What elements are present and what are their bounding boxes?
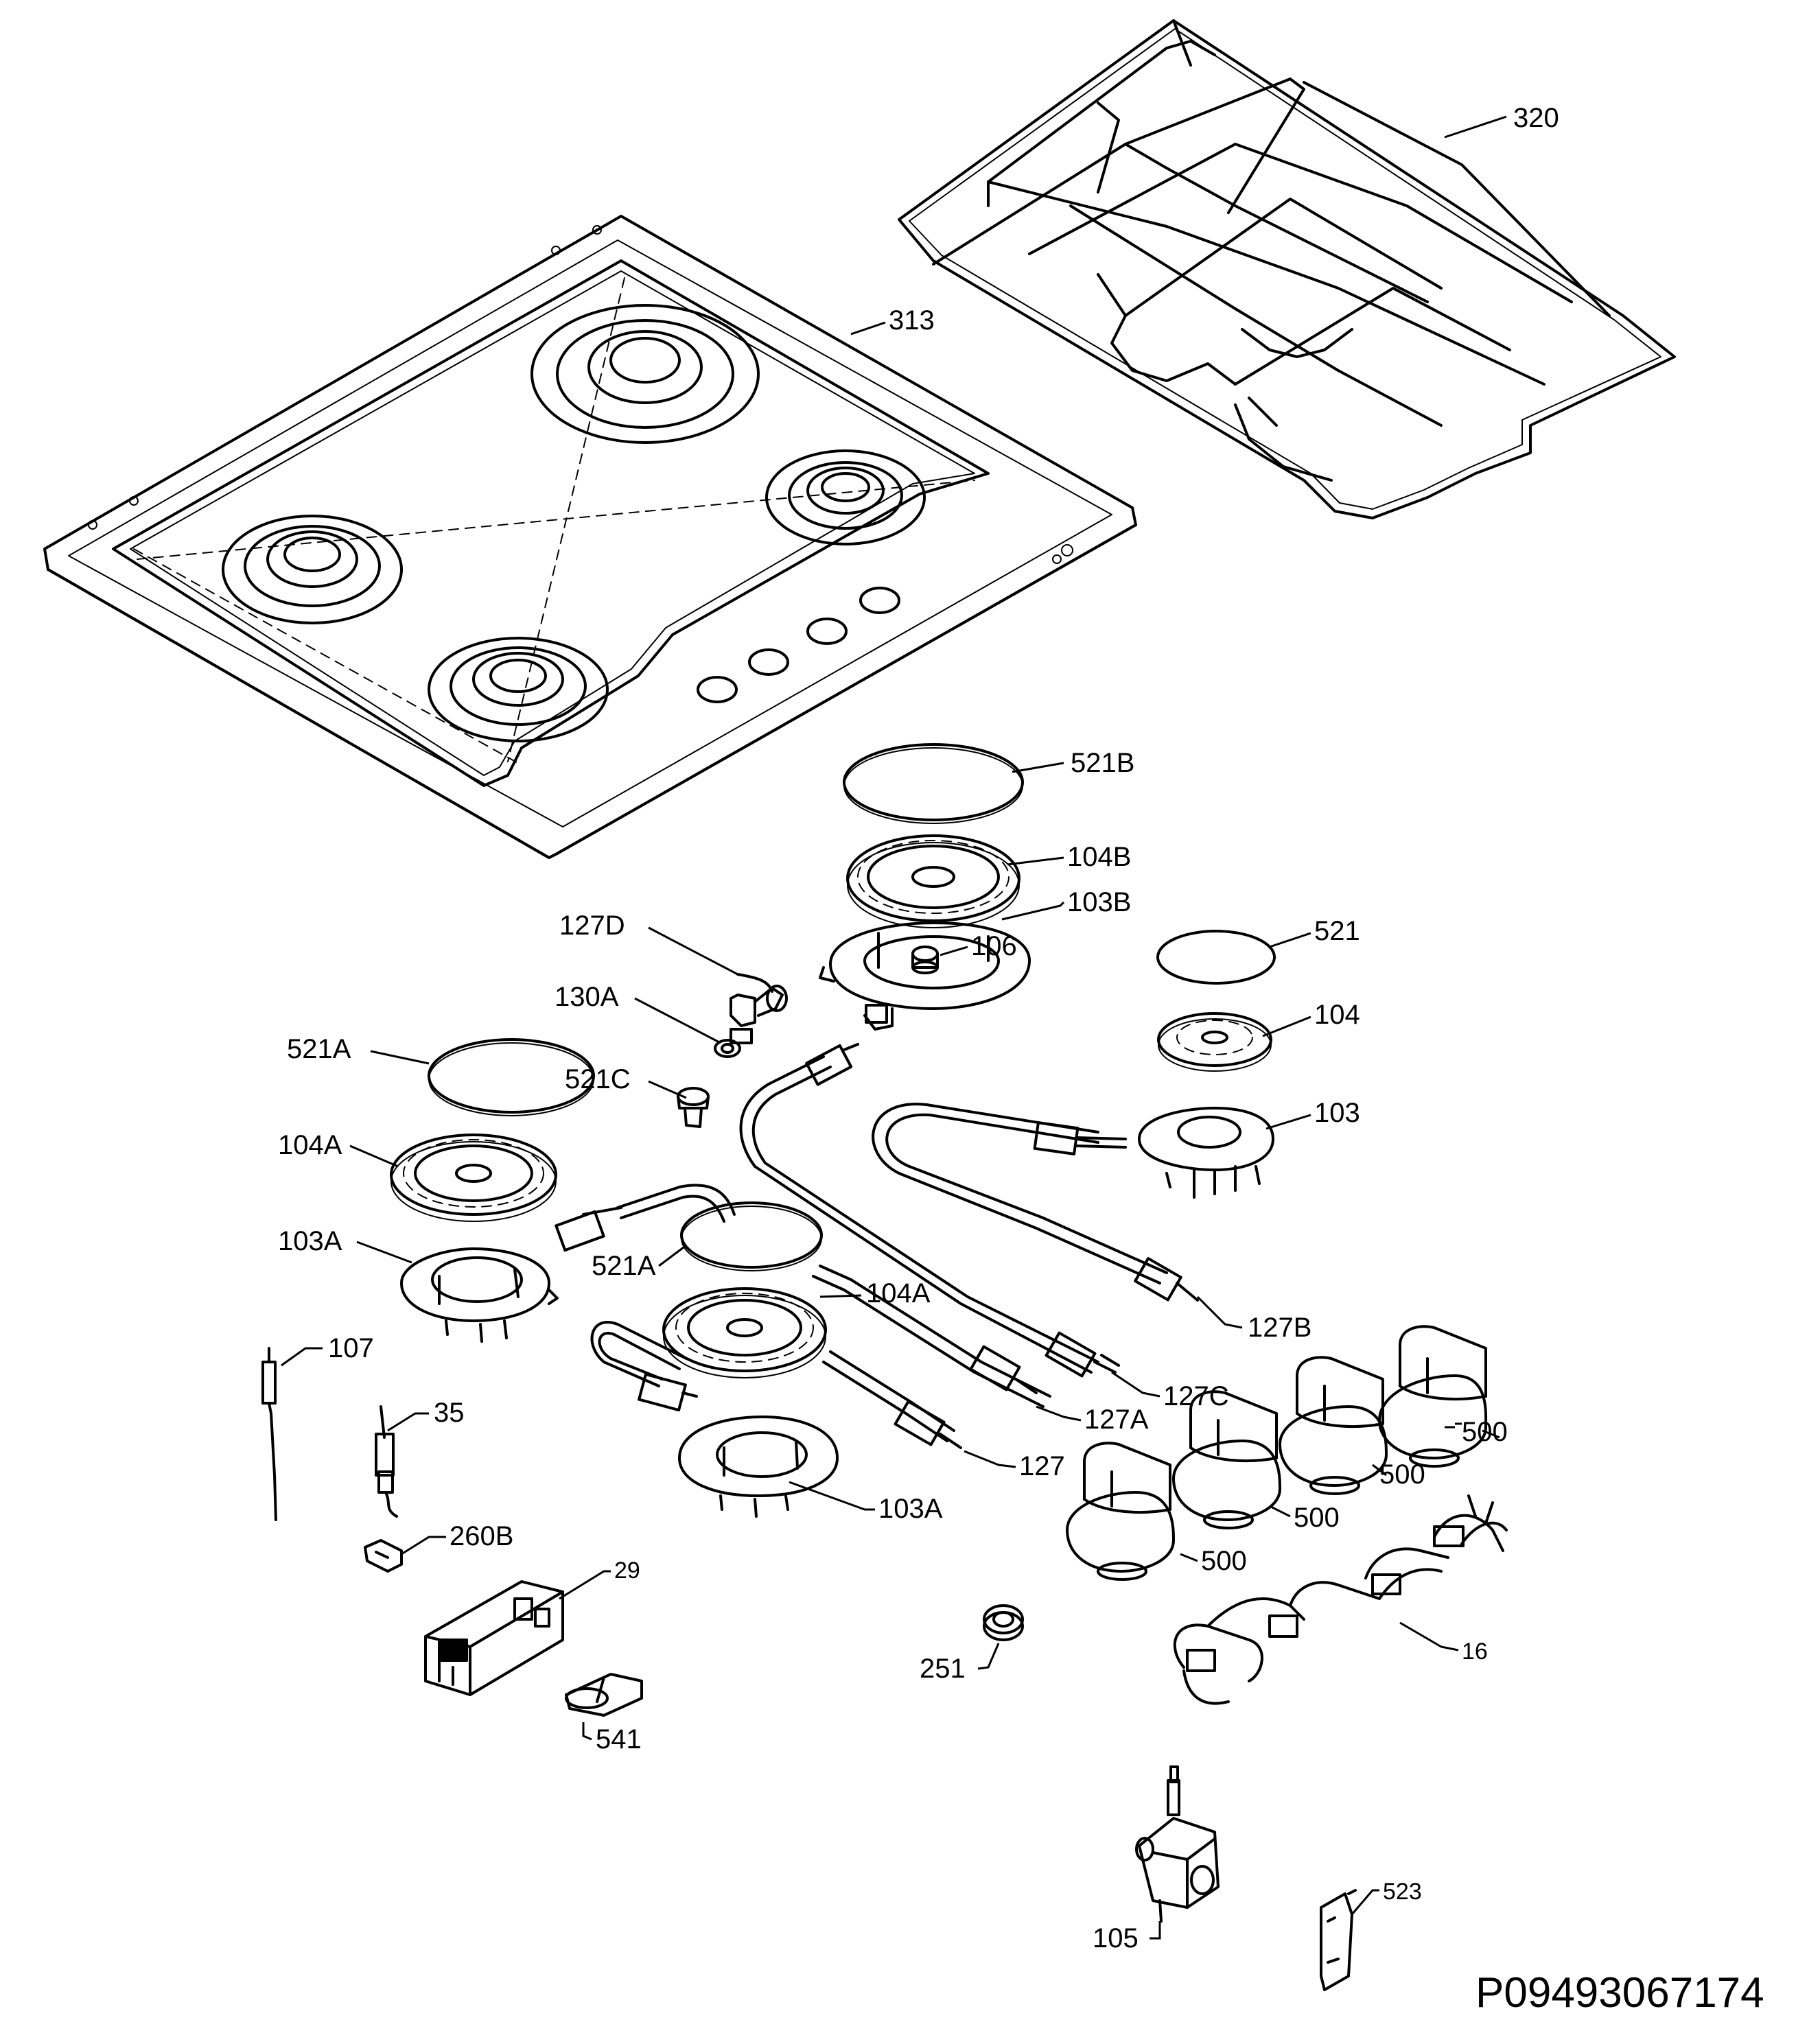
label-521c: 521C (565, 1064, 631, 1094)
label-130a: 130A (555, 982, 619, 1012)
flame-crown-large (846, 834, 1020, 928)
grommet (983, 1604, 1024, 1641)
ignition-module (424, 1580, 564, 1696)
label-127: 127 (1019, 1451, 1065, 1481)
label-251: 251 (920, 1654, 966, 1684)
burner-cup-small (1138, 1107, 1274, 1199)
label-500-rear: 500 (1462, 1417, 1508, 1447)
label-103: 103 (1314, 1098, 1360, 1128)
thermocouple (261, 1347, 277, 1521)
label-103b: 103B (1067, 887, 1131, 917)
label-106: 106 (971, 931, 1017, 961)
label-521a-left: 521A (287, 1034, 351, 1064)
ignition-wiring-harness (1173, 1494, 1508, 1705)
label-127c: 127C (1163, 1381, 1229, 1411)
gas-pipe-127c (739, 1043, 1120, 1378)
label-541: 541 (596, 1724, 642, 1754)
flame-crown-left (390, 1134, 557, 1222)
gas-tap-valve (1135, 1765, 1220, 1923)
label-521a-middle: 521A (592, 1251, 656, 1281)
label-523: 523 (1383, 1879, 1422, 1905)
cap-plug (677, 1087, 710, 1128)
label-500-front: 500 (1201, 1546, 1247, 1576)
elbow-fitting (730, 973, 788, 1044)
burner-cap-left (428, 1038, 595, 1116)
drawing-code: P09493067174 (1475, 1969, 1764, 2017)
control-knob-2 (1279, 1356, 1388, 1495)
label-521b: 521B (1071, 748, 1134, 778)
label-320: 320 (1513, 103, 1559, 133)
label-521: 521 (1314, 916, 1360, 946)
burner-cup-large (819, 921, 1031, 1031)
hob-burner-front (428, 637, 609, 742)
ignition-electrode (375, 1405, 398, 1518)
wire-connector (565, 1673, 643, 1717)
leader-lines (281, 115, 1507, 1940)
pan-support-grate (898, 19, 1676, 519)
electrode-clip (364, 1539, 403, 1573)
label-313: 313 (889, 305, 935, 336)
mounting-bracket (1320, 1889, 1357, 1991)
burner-cap-small (1156, 930, 1276, 985)
label-16: 16 (1462, 1639, 1488, 1665)
part-labels: 320 313 521B 104B 103B 106 127D 130A 521… (278, 103, 1764, 2017)
label-105: 105 (1093, 1923, 1139, 1953)
label-260b: 260B (450, 1521, 513, 1551)
hob-burner-right (765, 449, 926, 545)
burner-cap-middle (680, 1201, 823, 1271)
gas-pipe-left-connector (555, 1184, 736, 1252)
label-107: 107 (328, 1333, 374, 1363)
label-127a: 127A (1084, 1405, 1149, 1435)
label-104a-left: 104A (278, 1130, 342, 1160)
label-103a-middle: 103A (878, 1494, 943, 1524)
label-35: 35 (434, 1398, 465, 1428)
label-104b: 104B (1067, 842, 1131, 872)
label-104a-middle: 104A (866, 1278, 931, 1308)
hob-burner-rear-right (530, 304, 760, 444)
seal-washer (714, 1039, 741, 1058)
gas-pipe-middle-connector (590, 1321, 698, 1412)
control-knob-front (1066, 1442, 1175, 1581)
label-500-3: 500 (1294, 1503, 1340, 1533)
label-127d: 127D (559, 911, 625, 941)
burner-cup-left (400, 1247, 559, 1343)
gas-pipe-127 (822, 1350, 962, 1449)
gas-injector (911, 946, 939, 974)
hob-burner-left (222, 515, 403, 624)
hob-top-panel (43, 215, 1137, 859)
label-127b: 127B (1248, 1313, 1311, 1343)
label-29: 29 (614, 1558, 640, 1584)
gas-pipe-127a (812, 1265, 1051, 1408)
label-103a-left: 103A (278, 1226, 342, 1256)
control-knob-rear (1378, 1325, 1488, 1468)
flame-crown-middle (662, 1287, 827, 1378)
flame-crown-small (1157, 1012, 1272, 1072)
burner-cup-middle (678, 1416, 839, 1518)
burner-cap-large (843, 743, 1024, 824)
gas-pipe-127b (872, 1103, 1199, 1302)
label-500-2: 500 (1379, 1459, 1425, 1490)
control-knob-3 (1172, 1390, 1281, 1529)
label-104: 104 (1314, 1000, 1360, 1030)
